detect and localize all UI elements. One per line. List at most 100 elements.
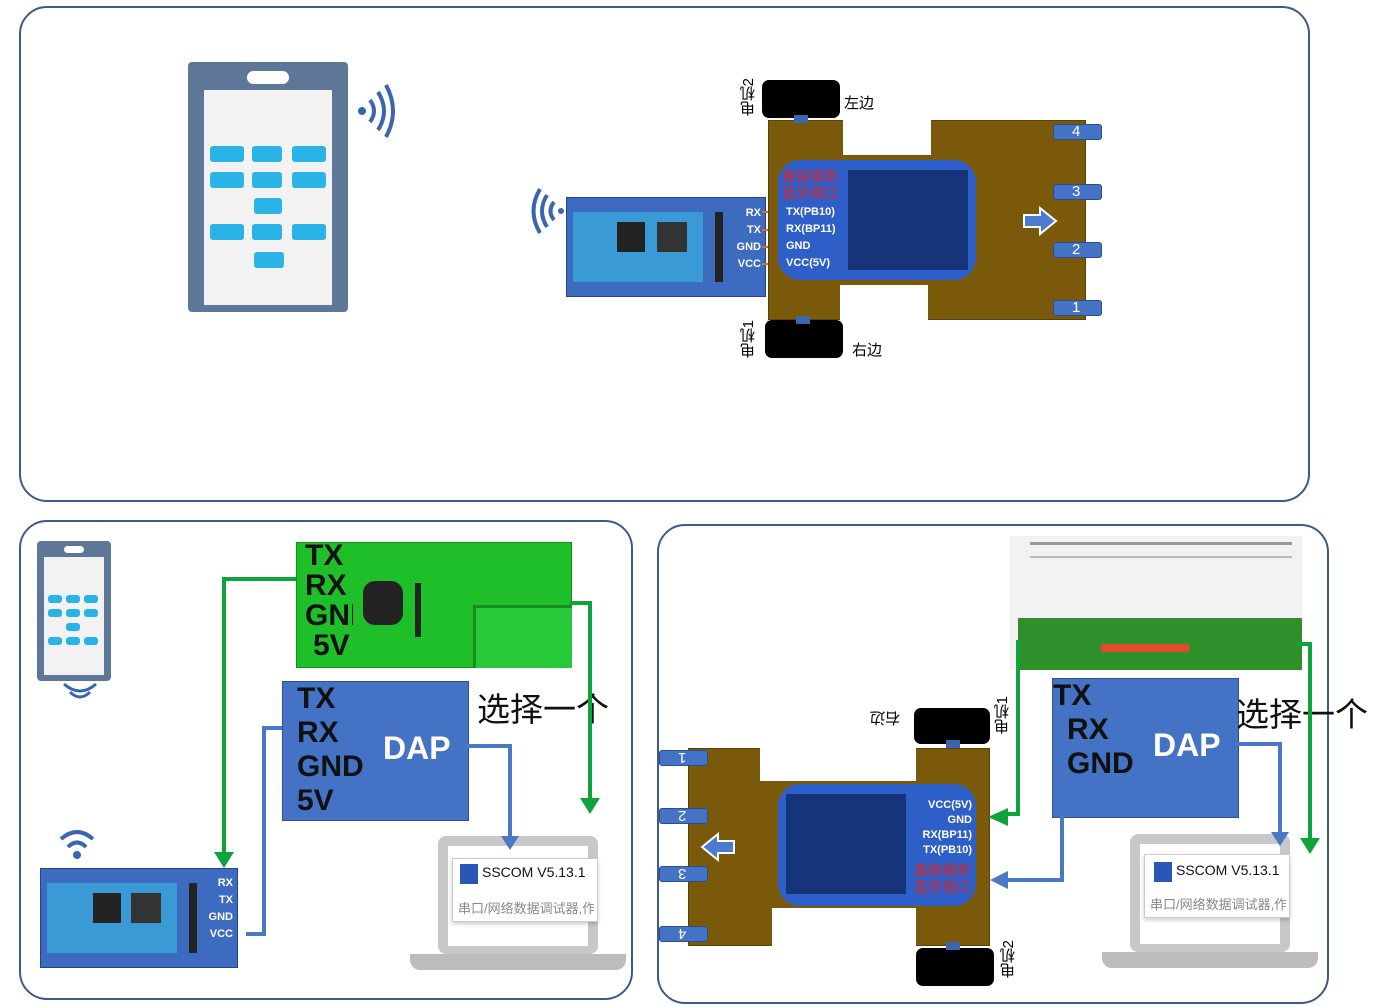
controller-board: VCC(5V) GND RX(BP11) TX(PB10) [778, 784, 976, 906]
dap-module: TX RX GND DAP [1052, 678, 1239, 818]
motor [765, 320, 843, 358]
wire [262, 726, 282, 730]
board-note: 蓝牙接口 [782, 185, 838, 201]
wire [1278, 742, 1282, 836]
wireless-icon [63, 682, 97, 699]
pin-label: TX [218, 894, 233, 906]
pin-label: GND [786, 240, 811, 252]
sscom-icon [460, 864, 478, 884]
wire [570, 601, 592, 605]
arrow-icon [1271, 832, 1289, 846]
sscom-icon [1154, 862, 1172, 882]
bluetooth-module: RX TX GND VCC [566, 197, 766, 297]
bluetooth-module: RX TX GND VCC [40, 868, 238, 968]
wire [222, 577, 226, 859]
dap-label: DAP [1153, 727, 1221, 763]
pin-label: RX(BP11) [786, 223, 836, 235]
arrow-icon [988, 808, 1008, 826]
motor-port-tab: 2 [659, 807, 708, 824]
pin-label: TX(PB10) [786, 206, 835, 218]
motor-label: 电机2 [1000, 940, 1017, 979]
pin-label: VCC(5V) [786, 257, 831, 269]
wire [1296, 642, 1312, 646]
dap-pin: 5V [297, 784, 334, 817]
pin-label: RX [217, 877, 233, 889]
motor [762, 80, 840, 118]
direction-arrow-icon [700, 832, 735, 862]
dap-pin: GND [297, 750, 364, 783]
pin-label: VCC [737, 258, 761, 270]
dap-pin: TX [1053, 679, 1092, 712]
dap-label: DAP [383, 730, 451, 766]
pin-label: TX(PB10) [923, 844, 972, 856]
phone-app [188, 62, 348, 312]
motor-port-tab: 4 [659, 925, 708, 942]
side-label: 左边 [844, 95, 875, 112]
board-note: 蓝牙接口 [914, 879, 970, 895]
pin-label: TX [746, 224, 761, 236]
side-label: 右边 [870, 709, 901, 726]
arrow-icon [1300, 838, 1320, 854]
board-note: 直接插到 [914, 862, 970, 878]
usb-pin: TX [305, 539, 344, 572]
motor [914, 708, 990, 744]
motor-port-tab: 3 [659, 865, 708, 882]
motor-label: 电机1 [994, 696, 1011, 735]
wire [1004, 878, 1064, 882]
usb-pin: 5V [313, 629, 350, 662]
dap-pin: TX [297, 682, 336, 715]
pin-label: GND [736, 241, 761, 253]
wire [1016, 640, 1020, 816]
wire [1236, 742, 1282, 746]
arrow-icon [580, 798, 600, 814]
side-label: 右边 [852, 342, 883, 359]
wire [262, 726, 266, 936]
wireless-icon [531, 188, 564, 234]
motor-port-tab: 1 [1053, 299, 1102, 316]
sensor-photo [1010, 536, 1302, 670]
laptop: SSCOM V5.13.1 串口/网络数据调试器,作 [1102, 834, 1318, 972]
board-note: 直接插到 [782, 168, 838, 184]
controller-board: TX(PB10) RX(BP11) GND VCC(5V) [778, 160, 976, 280]
pin-label: RX [745, 207, 761, 219]
motor [916, 948, 994, 986]
wire [1060, 816, 1064, 882]
direction-arrow-icon [1023, 206, 1058, 236]
wire [508, 744, 512, 840]
laptop: SSCOM V5.13.1 串口/网络数据调试器,作 [410, 836, 626, 974]
pin-label: GND [208, 911, 233, 923]
dap-pin: RX [1067, 713, 1109, 746]
wire [588, 601, 592, 801]
usb-pin: RX [305, 569, 347, 602]
pin-label: GND [947, 814, 972, 826]
usb-pin: GND [305, 601, 353, 631]
wire [1000, 812, 1020, 816]
usb-ttl-module: TX RX GND 5V [296, 539, 572, 668]
motor-port-tab: 1 [659, 749, 708, 766]
arrow-icon [990, 871, 1008, 889]
motor-port-tab: 4 [1053, 123, 1102, 140]
phone-app [37, 541, 111, 681]
choose-one-text: 选择一个 [477, 691, 609, 728]
sscom-subtitle: 串口/网络数据调试器,作 [458, 901, 594, 916]
wire [222, 577, 296, 581]
pin-label: VCC [209, 928, 233, 940]
dap-pin: RX [297, 716, 339, 749]
pin-label: RX(BP11) [922, 829, 972, 841]
motor-port-tab: 3 [1053, 183, 1102, 200]
motor-label: 电机1 [740, 320, 757, 359]
motor-label: 电机2 [740, 78, 757, 117]
wire [246, 932, 266, 936]
arrow-icon [214, 852, 234, 868]
wire [466, 744, 512, 748]
choose-one-text: 选择一个 [1236, 696, 1368, 733]
sscom-title: SSCOM V5.13.1 [482, 864, 586, 880]
pin-label: VCC(5V) [927, 799, 972, 811]
wireless-icon [358, 84, 395, 138]
motor-port-tab: 2 [1053, 241, 1102, 258]
dap-pin: GND [1067, 747, 1134, 780]
sscom-title: SSCOM V5.13.1 [1176, 862, 1280, 878]
wifi-icon [59, 830, 95, 859]
dap-module: TX RX GND 5V DAP [282, 681, 469, 821]
sscom-subtitle: 串口/网络数据调试器,作 [1150, 897, 1286, 912]
